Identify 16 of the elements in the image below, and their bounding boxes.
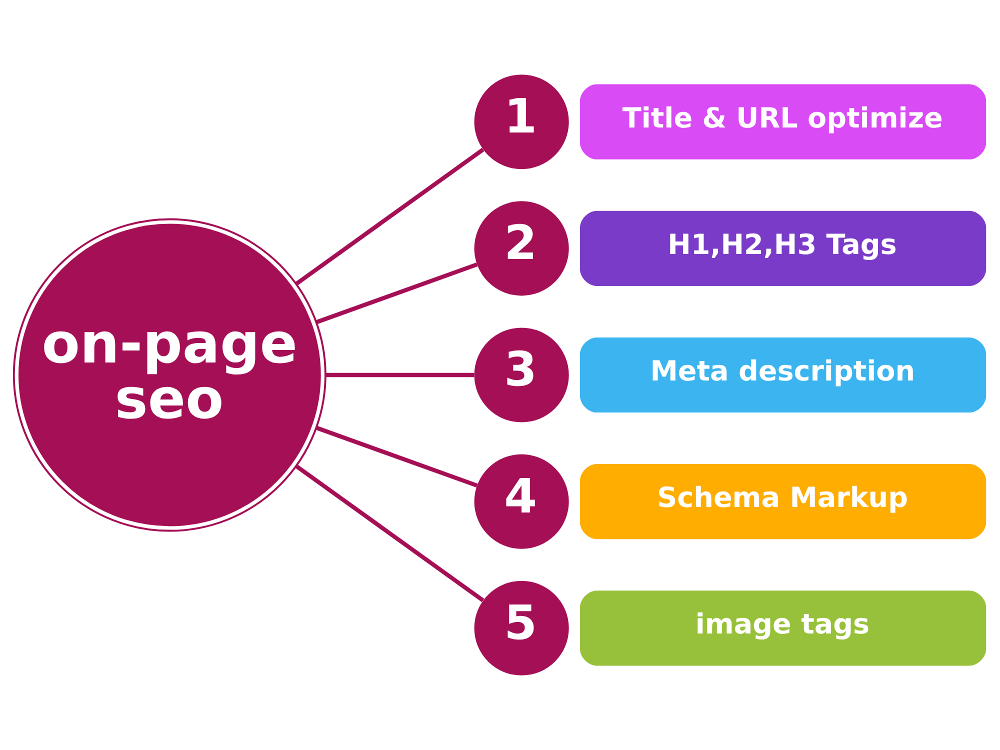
node-box: Title & URL optimize bbox=[580, 84, 986, 160]
node-box: image tags bbox=[580, 590, 986, 666]
node-circle: 1 bbox=[474, 74, 569, 170]
connector bbox=[294, 464, 484, 602]
connector bbox=[316, 262, 478, 324]
node-circle: 4 bbox=[474, 454, 569, 549]
node-circle: 3 bbox=[474, 328, 569, 422]
node-circle: on-page seo bbox=[12, 218, 326, 532]
node-circle: 2 bbox=[474, 201, 569, 296]
connector bbox=[326, 372, 474, 378]
node-box: Schema Markup bbox=[580, 464, 986, 540]
node-box: H1,H2,H3 Tags bbox=[580, 210, 986, 286]
node-circle: 5 bbox=[474, 580, 569, 676]
node-box: Meta description bbox=[580, 337, 986, 413]
connector bbox=[294, 148, 484, 286]
connector bbox=[316, 426, 478, 488]
